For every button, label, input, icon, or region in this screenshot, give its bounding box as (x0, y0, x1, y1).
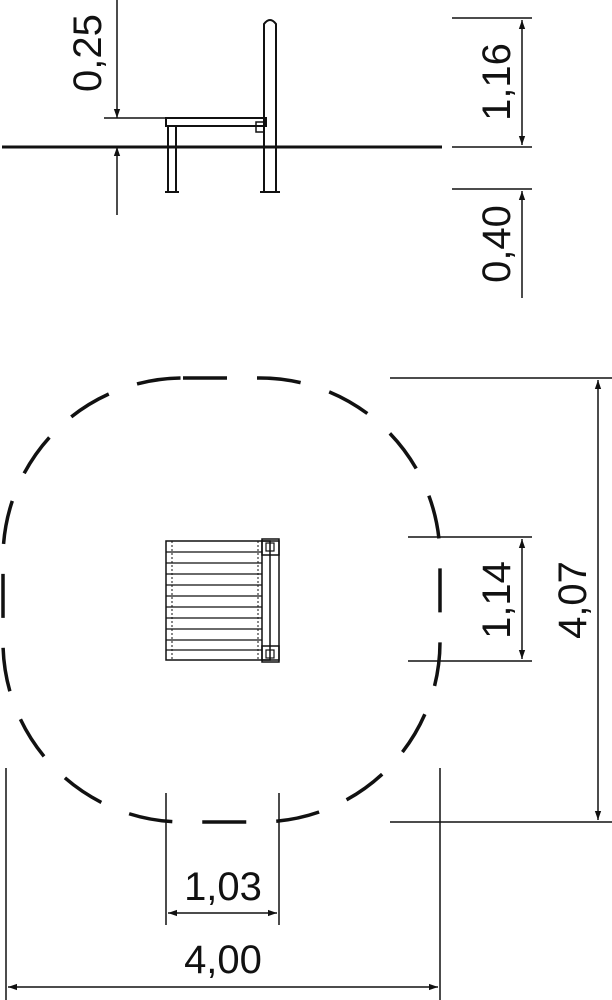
label-400: 4,00 (184, 938, 262, 982)
bench-slats (166, 551, 262, 651)
label-407: 4,07 (551, 561, 595, 639)
label-103: 1,03 (184, 865, 262, 909)
bench-front-leg (167, 125, 177, 193)
bench-plan-outline (165, 540, 280, 661)
seat-bracket (255, 121, 265, 133)
label-114: 1,14 (475, 561, 519, 639)
bench-seat (165, 117, 267, 127)
bench-post-bottom (261, 645, 280, 663)
safety-area-outline (1, 376, 442, 824)
bench-back-board (261, 540, 271, 661)
bench-plan (165, 538, 280, 663)
plan-view (1, 376, 612, 1000)
side-view (2, 0, 532, 298)
label-025: 0,25 (66, 14, 110, 92)
bench-post-bottom-inner (265, 649, 275, 659)
bench-post-top-inner (265, 542, 275, 552)
label-040: 0,40 (475, 205, 519, 283)
bench-back-post (263, 19, 277, 192)
bench-post-top (261, 538, 280, 556)
label-116: 1,16 (475, 43, 519, 121)
